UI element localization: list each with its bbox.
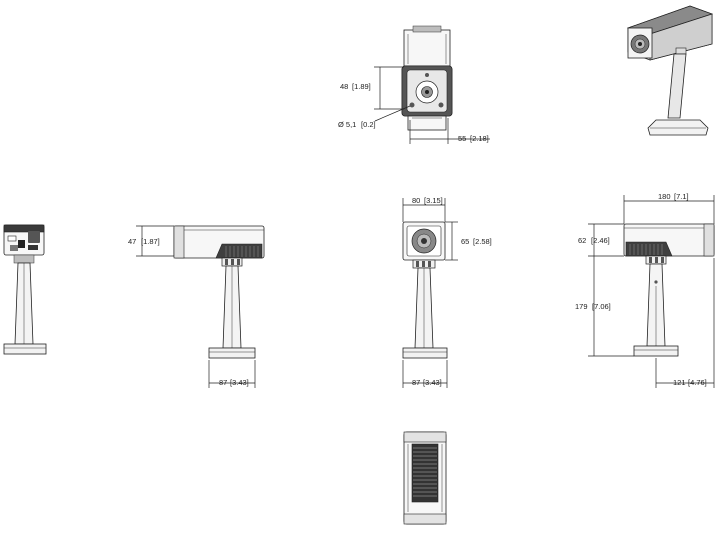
dimension-back-width: 55 [2.18]	[409, 118, 490, 144]
dim-front-base-value: 87	[412, 378, 420, 387]
dim-back-width-value: 55	[458, 134, 466, 143]
dim-total-height-value: 179	[575, 302, 588, 311]
small-side-view	[3, 224, 47, 355]
dimension-right-base: 121 [4.76]	[655, 258, 715, 388]
dimension-mount-hole: Ø 5,1 [0.2]	[338, 105, 411, 129]
dimension-side-height: 47 [1.87]	[128, 225, 174, 257]
right-side-view	[623, 223, 715, 357]
dimension-right-length: 180 [7.1]	[623, 192, 715, 224]
dimension-front-width: 80 [3.15]	[402, 196, 446, 222]
dim-front-width-inch: [3.15]	[424, 196, 443, 205]
dimension-side-base: 87 [3.43]	[208, 360, 256, 388]
dim-side-base-inch: [3.43]	[230, 378, 249, 387]
dim-total-height-inch: [7.06]	[592, 302, 611, 311]
dim-front-height-inch: [2.58]	[473, 237, 492, 246]
dim-right-length-inch: [7.1]	[674, 192, 689, 201]
dim-right-base-inch: [4.76]	[688, 378, 707, 387]
dim-front-width-value: 80	[412, 196, 420, 205]
dimension-front-height: 65 [2.58]	[445, 221, 492, 261]
dim-front-base-inch: [3.43]	[423, 378, 442, 387]
dim-right-length-value: 180	[658, 192, 671, 201]
dim-front-height-value: 65	[461, 237, 469, 246]
dim-back-height-inch: [1.89]	[352, 82, 371, 91]
dimension-back-height: 48 [1.89]	[340, 66, 404, 110]
dim-side-height-inch: [1.87]	[141, 237, 160, 246]
perspective-view	[626, 5, 714, 136]
dim-back-width-inch: [2.18]	[470, 134, 489, 143]
dimension-right-height: 62 [2.46]	[578, 223, 624, 257]
rear-mount-view	[401, 25, 453, 131]
dimension-total-height: 179 [7.06]	[575, 256, 634, 357]
dimension-front-base: 87 [3.43]	[402, 360, 448, 388]
top-down-view	[403, 431, 447, 525]
front-view	[402, 221, 448, 359]
dim-side-height-value: 47	[128, 237, 136, 246]
dim-right-height-inch: [2.46]	[591, 236, 610, 245]
dim-mount-hole-value: Ø 5,1	[338, 120, 356, 129]
dim-side-base-value: 87	[219, 378, 227, 387]
side-view	[173, 225, 265, 359]
dim-mount-hole-inch: [0.2]	[361, 120, 376, 129]
dim-back-height-value: 48	[340, 82, 348, 91]
dim-right-height-value: 62	[578, 236, 586, 245]
dim-right-base-value: 121	[673, 378, 686, 387]
